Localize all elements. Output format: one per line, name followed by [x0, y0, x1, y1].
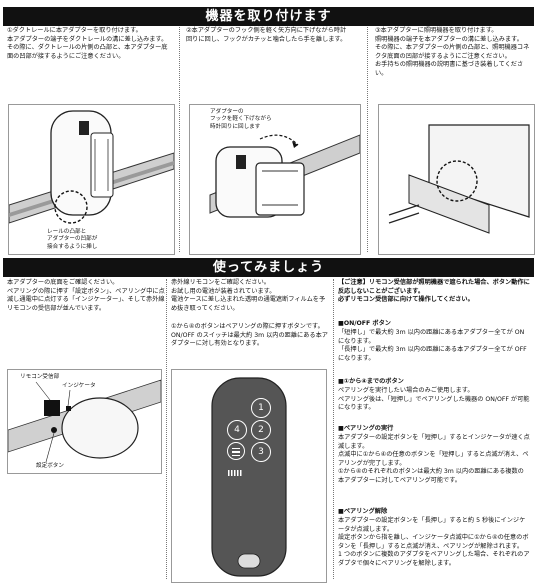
unpair-text: 本アダプターの設定ボタンを「長押し」すると約 5 秒後にインジケータが点滅します…: [338, 517, 530, 567]
btn14-heading: ■①から④までのボタン: [338, 378, 404, 385]
remote-button-1[interactable]: 1: [251, 398, 271, 418]
pair-heading: ■ペアリングの実行: [338, 425, 394, 432]
install-step1-text: ①ダクトレールに本アダプターを取り付けます。 本アダプターの端子をダクトレールの…: [7, 27, 168, 60]
figure-label-rail: レールの凸部と アダプターの凹部が 接合するように挿し: [47, 229, 98, 250]
section-banner-install: 機器を取り付けます: [3, 7, 534, 26]
figure-adapter-bottom: リモコン受信部 インジケータ 設定ボタン: [7, 369, 162, 474]
column-divider: [367, 27, 368, 252]
usage-remote-text: 赤外線リモコンをご確認ください。 お試し用の電池が装着されています。 電池ケース…: [171, 279, 326, 312]
remote-button-2[interactable]: 2: [251, 420, 271, 440]
remote-grille-icon: [228, 470, 242, 476]
column-divider: [179, 27, 180, 252]
figure-adapter-insert: レールの凸部と アダプターの凹部が 接合するように挿し: [8, 104, 175, 255]
unpair-heading: ■ペアリング解除: [338, 508, 388, 515]
usage-adapter-bottom-text: 本アダプターの底面をご確認ください。 ペアリングの際に押す「設定ボタン」、ペアリ…: [7, 279, 165, 312]
notice-text: 【ご注意】リモコン受信部が照明機器で遮られた場合、ボタン動作に反応しないことがご…: [338, 279, 530, 304]
btn14-text: ペアリングを実行したい場合のみご使用します。 ペアリング後は、「短押し」でペアリ…: [338, 387, 530, 412]
install-step2-text: ②本アダプターのフック側を軽く矢方向に下げながら時計回りに回し、フックがカチッと…: [186, 27, 347, 43]
onoff-text: 「短押し」で最大約 3m 以内の距離にある本アダプター全てが ON になります。…: [338, 329, 527, 362]
onoff-heading: ■ON/OFF ボタン: [338, 320, 391, 327]
install-step3-text: ③本アダプターに照明機器を取り付けます。 照明機器の端子を本アダプターの溝に差し…: [375, 27, 530, 77]
figure-light-attach: [378, 104, 535, 255]
label-setting-button: 設定ボタン: [36, 463, 64, 469]
column-divider: [166, 279, 167, 579]
remote-onoff-button[interactable]: [227, 442, 245, 460]
remote-button-4[interactable]: 4: [227, 420, 247, 440]
usage-remote-buttons-text: ①から④のボタンはペアリングの際に押すボタンです。 ON/OFF のスイッチは最…: [171, 323, 328, 348]
label-receiver: リモコン受信部: [20, 374, 60, 380]
remote-button-3[interactable]: 3: [251, 442, 271, 462]
pair-text: 本アダプターの設定ボタンを「短押し」するとインジケータが速く点滅します。 点滅中…: [338, 434, 530, 484]
figure-remote: 1 2 3 4: [171, 369, 327, 583]
column-divider: [333, 279, 334, 579]
figure-label-hook: アダプターの フックを軽く下げながら 時計回りに回します: [210, 109, 272, 130]
figure-adapter-rotate: アダプターの フックを軽く下げながら 時計回りに回します: [189, 104, 361, 255]
section-banner-usage: 使ってみましょう: [3, 258, 534, 277]
label-indicator: インジケータ: [62, 383, 96, 389]
